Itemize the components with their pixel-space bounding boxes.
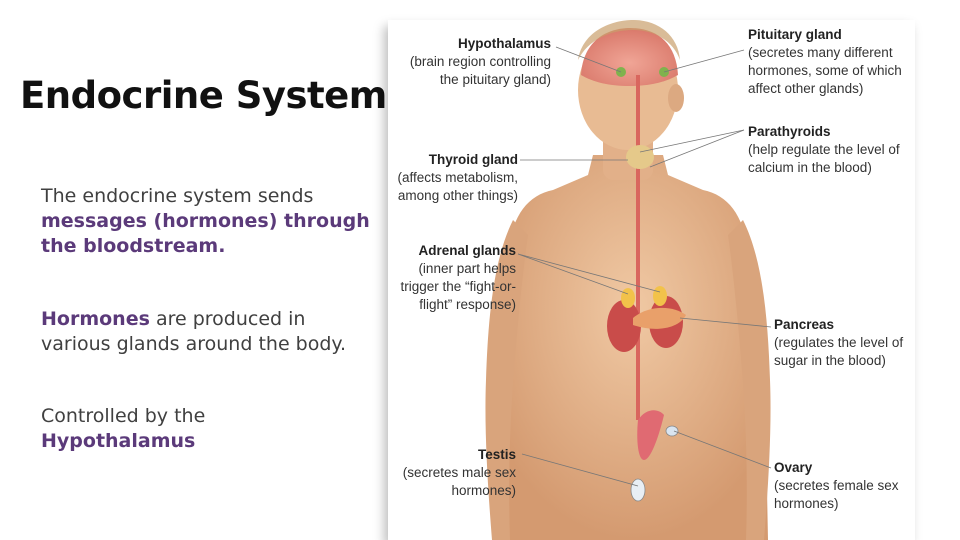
ovary-organ — [665, 425, 679, 437]
adrenal-desc: (inner part helps trigger the “fight-or-… — [400, 261, 516, 312]
label-thyroid: Thyroid gland (affects metabolism, among… — [388, 151, 518, 205]
parathyroids-name: Parathyroids — [748, 124, 831, 139]
testis-name: Testis — [477, 447, 516, 462]
pancreas-organ — [633, 307, 686, 329]
p2-text: are produced in various glands around th… — [41, 308, 346, 355]
pituitary-name: Pituitary gland — [748, 27, 842, 42]
paragraph-controlled-by: Controlled by the Hypothalamus — [41, 404, 371, 454]
hypothalamus-name: Hypothalamus — [457, 36, 551, 51]
thyroid-desc: (affects metabolism, among other things) — [397, 170, 518, 203]
adrenal-gland-right — [653, 286, 667, 306]
label-testis: Testis (secretes male sex hormones) — [394, 446, 516, 500]
thyroid-name: Thyroid gland — [428, 152, 518, 167]
p3-text: Controlled by the — [41, 405, 206, 427]
pancreas-name: Pancreas — [774, 317, 835, 332]
ovary-desc: (secretes female sex hormones) — [774, 478, 899, 511]
testis-desc: (secretes male sex hormones) — [402, 465, 516, 498]
label-hypothalamus: Hypothalamus (brain region controlling t… — [393, 35, 551, 89]
label-adrenal: Adrenal glands (inner part helps trigger… — [394, 242, 516, 314]
paragraph-hormones: Hormones are produced in various glands … — [41, 307, 371, 357]
endocrine-diagram: Hypothalamus (brain region controlling t… — [388, 20, 915, 540]
pancreas-desc: (regulates the level of sugar in the blo… — [774, 335, 904, 368]
leader-lines — [517, 46, 772, 487]
p3-highlight: Hypothalamus — [41, 430, 196, 452]
hypothalamus-desc: (brain region controlling the pituitary … — [409, 54, 551, 87]
slide-title: Endocrine System — [20, 74, 387, 117]
testis-organ — [630, 478, 646, 502]
kidney-left — [607, 300, 641, 352]
adrenal-name: Adrenal glands — [418, 243, 516, 258]
label-parathyroids: Parathyroids (help regulate the level of… — [748, 123, 908, 177]
body-silhouette — [485, 20, 771, 540]
uterus-organ — [637, 410, 664, 460]
thyroid-gland — [626, 145, 654, 169]
body-illustration — [485, 20, 772, 540]
p1-text: The endocrine system sends — [41, 185, 314, 207]
p2-highlight: Hormones — [41, 308, 150, 330]
parathyroids-desc: (help regulate the level of calcium in t… — [748, 142, 900, 175]
label-pancreas: Pancreas (regulates the level of sugar i… — [774, 316, 914, 370]
pituitary-desc: (secretes many different hormones, some … — [748, 45, 902, 96]
paragraph-endocrine-messages: The endocrine system sends messages (hor… — [41, 184, 371, 259]
ovary-name: Ovary — [774, 460, 813, 475]
label-pituitary: Pituitary gland (secretes many different… — [748, 26, 913, 98]
adrenal-gland-left — [621, 288, 635, 308]
p1-highlight: messages (hormones) through the bloodstr… — [41, 210, 370, 257]
label-ovary: Ovary (secretes female sex hormones) — [774, 459, 904, 513]
